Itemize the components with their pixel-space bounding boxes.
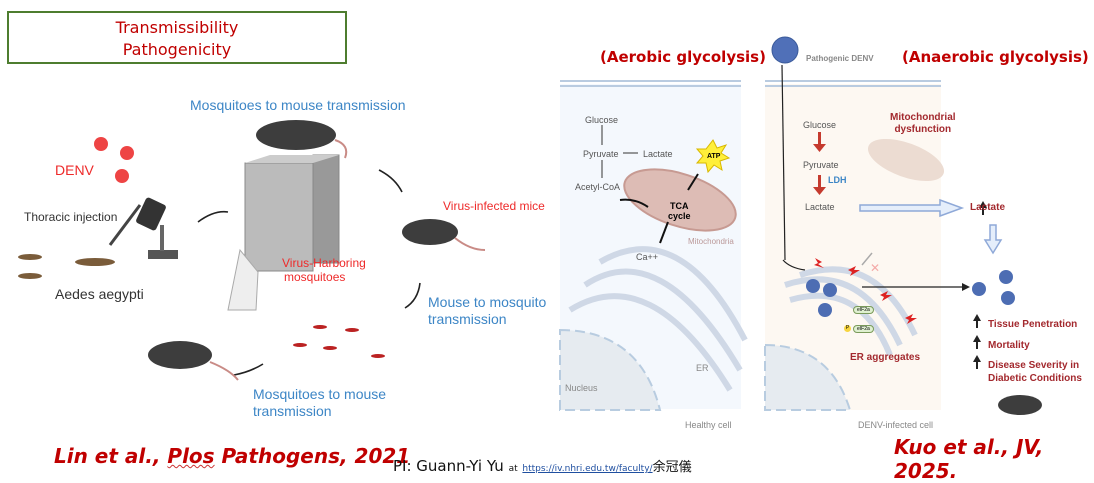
ana-pyruvate: Pyruvate bbox=[803, 160, 839, 170]
outcome-item: Diabetic Conditions bbox=[988, 373, 1082, 384]
er-label: ER bbox=[696, 363, 709, 373]
denv-virus-icon bbox=[94, 137, 134, 183]
aer-glucose: Glucose bbox=[585, 115, 619, 125]
title-pathogenicity: Pathogenicity bbox=[122, 40, 232, 59]
pi-footer: PI: Guann-Yi Yu at https://iv.nhri.edu.t… bbox=[393, 457, 692, 475]
eif2a-label: eIF2a bbox=[853, 306, 874, 314]
kuo-citation: Kuo et al., JV, 2025. bbox=[894, 435, 1044, 483]
virus-harboring-label: Virus-Harboring mosquitoes bbox=[282, 256, 366, 284]
title-box: Transmissibility Pathogenicity bbox=[7, 11, 347, 64]
outcome-item: Mortality bbox=[988, 340, 1030, 351]
denv-infected-cell-caption: DENV-infected cell bbox=[858, 420, 934, 430]
virion-icon bbox=[806, 270, 1015, 317]
blocked-x-icon: ✕ bbox=[870, 261, 880, 275]
arrow-icon bbox=[233, 363, 264, 376]
microinjector-icon bbox=[108, 197, 178, 259]
mosquito-icon bbox=[18, 254, 115, 279]
ana-lactate: Lactate bbox=[805, 202, 835, 212]
cell-membrane bbox=[560, 80, 741, 87]
er-aggregates-label: ER aggregates bbox=[850, 352, 921, 363]
outcome-item: Tissue Penetration bbox=[988, 319, 1078, 330]
lin-citation: Lin et al., Plos Pathogens, 2021 bbox=[54, 444, 411, 468]
er-aggregates-icon bbox=[784, 266, 918, 357]
aedes-aegypti-label: Aedes aegypti bbox=[55, 286, 144, 302]
aerobic-title: (Aerobic glycolysis) bbox=[600, 48, 766, 66]
phospho-icon: P bbox=[844, 325, 851, 332]
mosquito-cage-icon bbox=[227, 154, 340, 311]
dysfunctional-mitochondria-icon bbox=[867, 138, 945, 182]
up-arrow-icon bbox=[973, 201, 987, 369]
ca-label: Ca++ bbox=[636, 252, 659, 262]
mitochondria-icon bbox=[623, 168, 737, 232]
ldh-label: LDH bbox=[828, 175, 847, 185]
anaerobic-title: (Anaerobic glycolysis) bbox=[902, 48, 1089, 66]
nucleus-label: Nucleus bbox=[565, 383, 598, 393]
title-transmissibility: Transmissibility bbox=[115, 18, 239, 37]
stress-bolt-icon bbox=[814, 258, 917, 324]
aer-pyruvate: Pyruvate bbox=[583, 149, 619, 159]
nucleus-icon bbox=[559, 328, 662, 411]
chinese-name: 余冠儀 bbox=[652, 460, 692, 475]
mosq-to-mouse-top-label: Mosquitoes to mouse transmission bbox=[190, 97, 406, 113]
mitochondria-label: Mitochondria bbox=[688, 237, 734, 246]
infected-mosquito-icon bbox=[293, 325, 385, 358]
pi-name: PI: Guann-Yi Yu bbox=[393, 457, 504, 475]
atp-burst-icon bbox=[695, 139, 731, 174]
thoracic-injection-label: Thoracic injection bbox=[24, 210, 118, 224]
mouse-icon bbox=[148, 120, 1042, 415]
denv-label: DENV bbox=[55, 162, 94, 178]
aer-acetyl-coa: Acetyl-CoA bbox=[575, 182, 621, 192]
virus-infected-mice-label: Virus-infected mice bbox=[443, 199, 545, 213]
red-arrow-icon bbox=[813, 132, 826, 195]
outcome-item: Disease Severity in bbox=[988, 360, 1080, 371]
ana-glucose: Glucose bbox=[803, 120, 837, 130]
faculty-link[interactable]: https://iv.nhri.edu.tw/faculty/ bbox=[522, 464, 653, 474]
pathogenic-denv-label: Pathogenic DENV bbox=[806, 54, 874, 63]
arrow-icon bbox=[378, 169, 403, 193]
lactate-increase-label: Lactate bbox=[970, 202, 1006, 213]
hollow-arrow-icon bbox=[859, 198, 1003, 255]
mosq-to-mouse-bottom-label: Mosquitoes to mouse transmission bbox=[253, 386, 387, 419]
arrow-icon bbox=[404, 282, 421, 309]
arrow-icon bbox=[197, 210, 229, 223]
p-eif2a-label: eIF2a bbox=[853, 325, 874, 333]
pathogenic-denv-icon bbox=[771, 36, 799, 64]
outcomes-list: Tissue Penetration Mortality Disease Sev… bbox=[988, 314, 1082, 385]
atp-label: ATP bbox=[707, 153, 721, 160]
cell-membrane bbox=[765, 80, 941, 87]
mouse-to-mosquito-label: Mouse to mosquito transmission bbox=[428, 294, 547, 327]
er-icon bbox=[568, 246, 748, 392]
healthy-cell-caption: Healthy cell bbox=[685, 420, 732, 430]
nucleus-icon bbox=[764, 343, 852, 411]
aer-lactate: Lactate bbox=[643, 149, 673, 159]
